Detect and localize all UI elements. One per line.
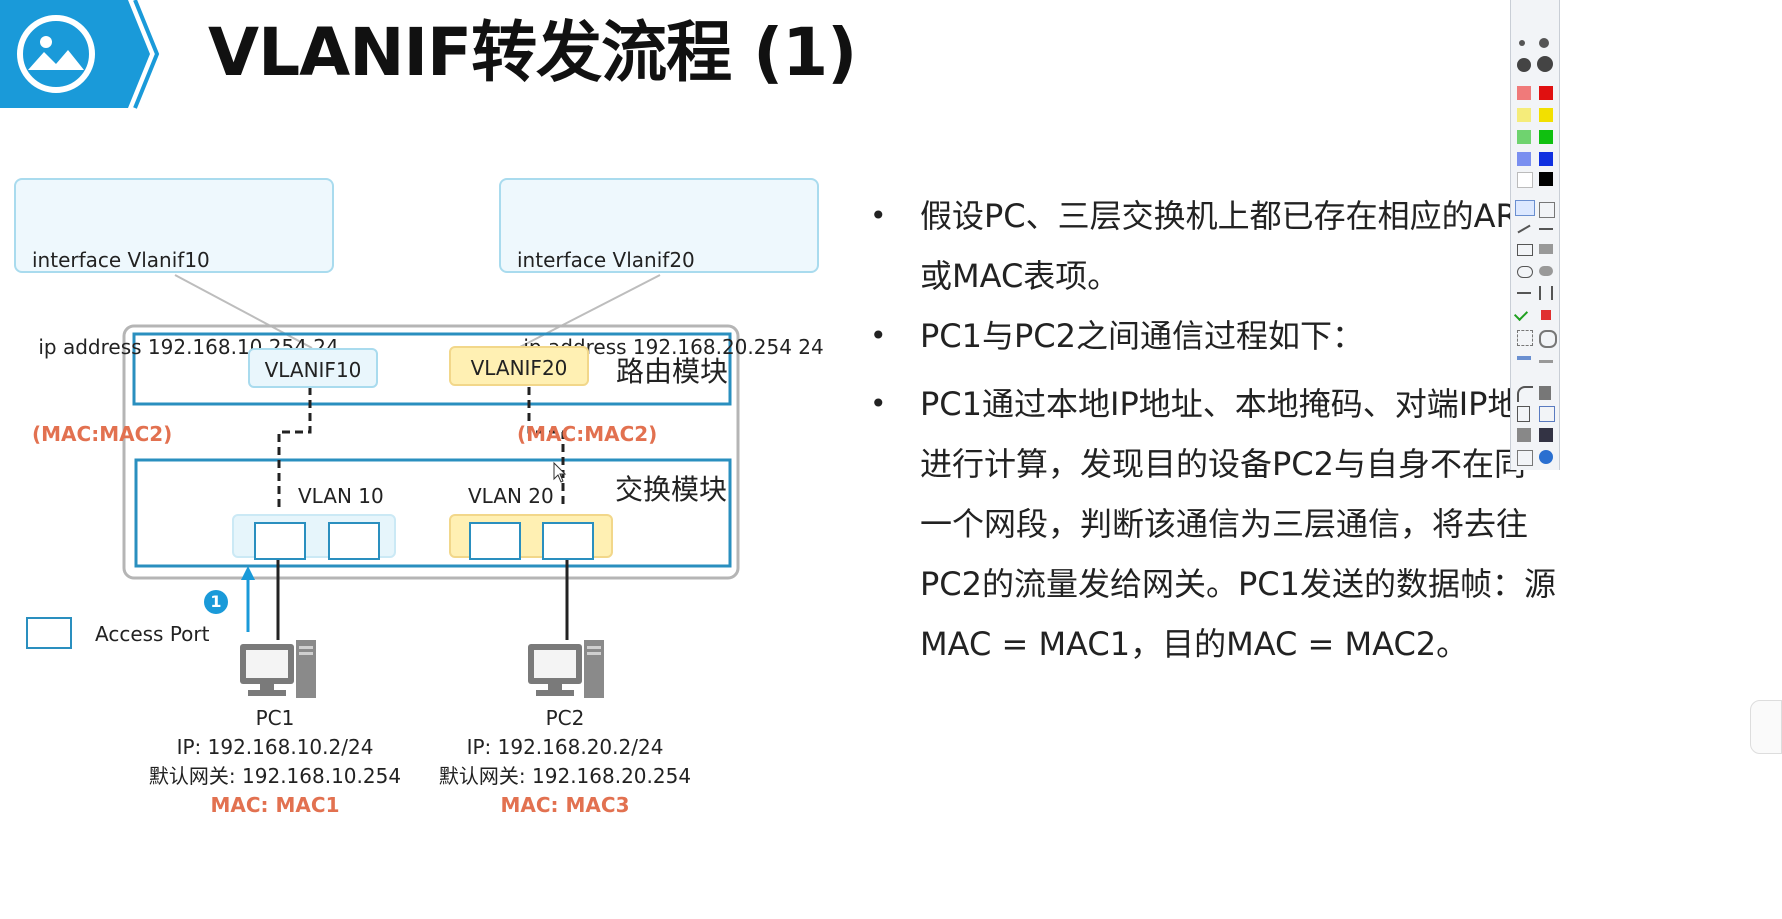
pc-gateway: 默认网关: 192.168.10.254 — [148, 764, 402, 788]
computer-icon — [240, 640, 316, 698]
vlanif10-config-box: interface Vlanif10 ip address 192.168.10… — [14, 178, 339, 446]
pc2-info: PC2 IP: 192.168.20.2/24 默认网关: 192.168.20… — [434, 704, 696, 820]
config-line: interface Vlanif20 — [517, 248, 695, 272]
vlan10-label: VLAN 10 — [298, 484, 384, 508]
bullet-line: PC1与PC2之间通信过程如下： — [920, 317, 1365, 355]
computer-icon — [528, 640, 604, 698]
rectangle-tool-icon[interactable] — [1517, 244, 1533, 256]
info-icon[interactable] — [1539, 450, 1553, 464]
pc-gateway: 默认网关: 192.168.20.254 — [438, 764, 692, 788]
bullet-line: 或MAC表项。 — [920, 257, 1120, 295]
double-arrow-tool-icon[interactable] — [1517, 292, 1531, 294]
bullet-item: • PC1通过本地IP地址、本地掩码、对端IP地址 进行计算，发现目的设备PC2… — [870, 374, 1557, 674]
zoom-tool-icon[interactable] — [1539, 330, 1557, 348]
bullet-line: MAC = MAC1，目的MAC = MAC2。 — [920, 625, 1469, 663]
eraser-icon[interactable] — [1539, 202, 1555, 218]
bullet-line: PC2的流量发给网关。PC1发送的数据帧：源 — [920, 565, 1557, 603]
bullet-dot: • — [870, 319, 887, 352]
pen-size-medium-icon[interactable] — [1539, 38, 1549, 48]
freehand-pen-icon[interactable] — [1515, 200, 1535, 216]
bullet-dot: • — [870, 199, 887, 232]
routing-module-label: 路由模块 — [616, 355, 729, 388]
filled-ellipse-tool-icon[interactable] — [1539, 266, 1553, 276]
mouse-cursor-icon — [553, 461, 567, 483]
color-black-icon[interactable] — [1539, 172, 1553, 186]
legend-label: Access Port — [95, 622, 210, 646]
access-port — [542, 522, 594, 560]
legend-port-swatch — [26, 617, 72, 649]
floating-side-widget[interactable] — [1750, 700, 1782, 754]
color-blue-icon[interactable] — [1539, 152, 1553, 166]
remove-icon[interactable] — [1539, 360, 1553, 363]
trash-icon[interactable] — [1539, 386, 1551, 400]
crop-tool-icon[interactable] — [1517, 330, 1533, 346]
add-icon[interactable] — [1517, 356, 1531, 360]
filled-rectangle-tool-icon[interactable] — [1539, 244, 1553, 254]
bullet-line: 一个网段，判断该通信为三层通信，将去往 — [920, 505, 1529, 543]
color-green-light-icon[interactable] — [1517, 130, 1531, 144]
header-banner — [0, 0, 160, 109]
page-title: VLANIF转发流程 (1) — [208, 14, 857, 91]
topology-lines — [122, 274, 740, 640]
screen-icon[interactable] — [1517, 450, 1533, 466]
copy-icon[interactable] — [1539, 406, 1555, 422]
vlanif20-box: VLANIF20 — [449, 346, 589, 386]
bullet-item: • PC1与PC2之间通信过程如下： — [870, 306, 1530, 366]
pc-ip: IP: 192.168.10.2/24 — [176, 735, 374, 759]
vlanif20-config-box: interface Vlanif20 ip address 192.168.20… — [499, 178, 824, 446]
check-tool-icon[interactable] — [1513, 306, 1529, 322]
access-port — [254, 522, 306, 560]
pen-toolbar — [1510, 0, 1560, 470]
color-yellow-icon[interactable] — [1539, 108, 1553, 122]
pc-mac: MAC: MAC3 — [500, 793, 630, 817]
header-banner-shape — [0, 0, 160, 109]
color-green-icon[interactable] — [1539, 130, 1553, 144]
color-yellow-light-icon[interactable] — [1517, 108, 1531, 122]
pen-size-xlarge-icon[interactable] — [1537, 56, 1553, 72]
bullet-line: PC1通过本地IP地址、本地掩码、对端IP地址 — [920, 385, 1552, 423]
pc-name: PC2 — [545, 706, 585, 730]
bullet-line: 进行计算，发现目的设备PC2与自身不在同 — [920, 445, 1527, 483]
switching-module-label: 交换模块 — [615, 473, 728, 506]
new-page-icon[interactable] — [1517, 406, 1530, 422]
bullet-dot: • — [870, 387, 887, 420]
pc1-info: PC1 IP: 192.168.10.2/24 默认网关: 192.168.10… — [144, 704, 406, 820]
arrow-tool-icon[interactable] — [1539, 228, 1553, 230]
cross-tool-icon[interactable] — [1541, 310, 1551, 320]
color-red-light-icon[interactable] — [1517, 86, 1531, 100]
step-badge: 1 — [204, 590, 228, 614]
config-line: interface Vlanif10 — [32, 248, 210, 272]
pen-size-small-icon[interactable] — [1519, 40, 1525, 46]
picture-icon — [17, 15, 95, 93]
config-mac: (MAC:MAC2) — [32, 422, 173, 446]
pen-size-large-icon[interactable] — [1517, 58, 1531, 72]
pc-mac: MAC: MAC1 — [210, 793, 340, 817]
line-tool-icon[interactable] — [1517, 224, 1531, 234]
pc-name: PC1 — [255, 706, 295, 730]
bullet-item: • 假设PC、三层交换机上都已存在相应的ARP 或MAC表项。 — [870, 186, 1538, 306]
text-tool-icon[interactable] — [1539, 286, 1553, 300]
bullet-line: 假设PC、三层交换机上都已存在相应的ARP — [920, 197, 1538, 235]
vlan20-label: VLAN 20 — [468, 484, 554, 508]
color-white-icon[interactable] — [1517, 172, 1533, 188]
print-icon[interactable] — [1517, 428, 1531, 442]
save-icon[interactable] — [1539, 428, 1553, 442]
ellipse-tool-icon[interactable] — [1517, 266, 1533, 278]
access-port — [469, 522, 521, 560]
color-red-icon[interactable] — [1539, 86, 1553, 100]
color-blue-light-icon[interactable] — [1517, 152, 1531, 166]
config-mac: (MAC:MAC2) — [517, 422, 658, 446]
vlanif10-box: VLANIF10 — [248, 348, 378, 388]
pc-ip: IP: 192.168.20.2/24 — [466, 735, 664, 759]
undo-icon[interactable] — [1517, 386, 1533, 402]
access-port — [328, 522, 380, 560]
